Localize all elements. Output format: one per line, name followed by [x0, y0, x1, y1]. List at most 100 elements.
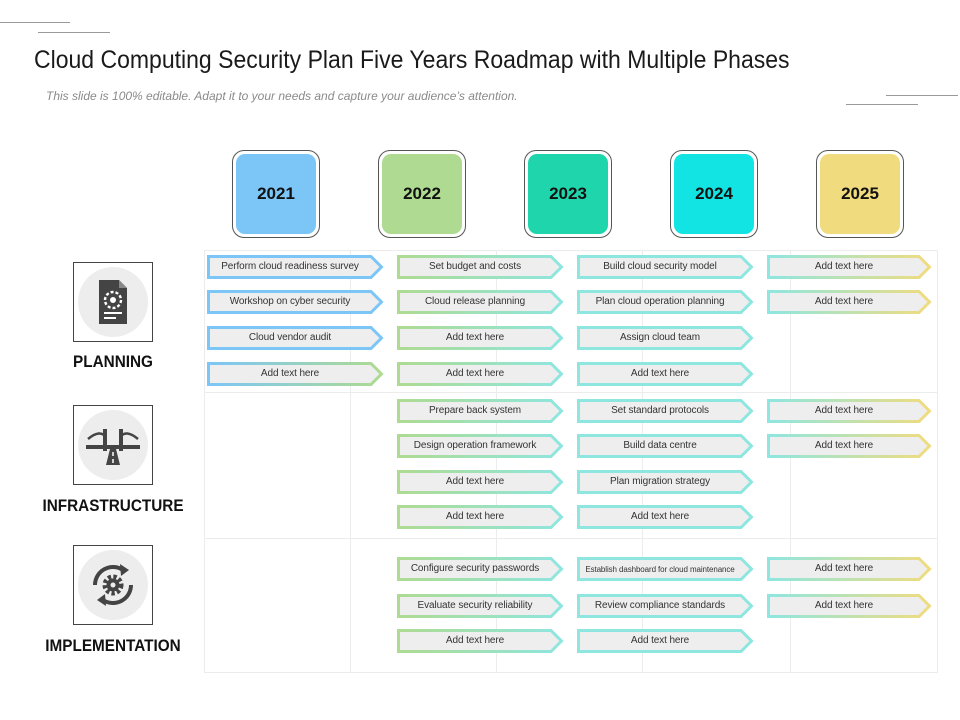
task-label: Build data centre [623, 440, 697, 451]
category-infrastructure: INFRASTRUCTURE [42, 496, 184, 515]
chevron-shape [397, 505, 564, 529]
chevron-shape [577, 290, 754, 314]
task-label: Set budget and costs [429, 261, 521, 272]
grid-line [642, 250, 643, 672]
task-chevron: Add text here [577, 362, 754, 386]
chevron-shape [397, 326, 564, 350]
task-label: Build cloud security model [603, 261, 717, 272]
grid-line [204, 538, 938, 539]
decor-line-right-2 [846, 104, 918, 105]
task-label: Assign cloud team [619, 332, 700, 343]
task-chevron: Workshop on cyber security [207, 290, 384, 314]
implementation-icon-box [73, 545, 153, 625]
chevron-shape [767, 255, 932, 279]
category-implementation: IMPLEMENTATION [45, 636, 181, 655]
task-label: Add text here [630, 511, 690, 522]
year-label-2025: 2025 [820, 154, 900, 234]
task-label: Add text here [630, 368, 690, 379]
year-box-2024: 2024 [670, 150, 758, 238]
task-chevron: Add text here [577, 505, 754, 529]
bridge-road-icon [78, 410, 148, 480]
task-chevron: Add text here [767, 434, 932, 458]
task-chevron: Add text here [767, 594, 932, 618]
task-label: Add text here [445, 511, 505, 522]
task-chevron: Establish dashboard for cloud maintenanc… [577, 557, 754, 581]
task-chevron: Prepare back system [397, 399, 564, 423]
task-chevron: Assign cloud team [577, 326, 754, 350]
task-label: Add text here [445, 476, 505, 487]
task-chevron: Evaluate security reliability [397, 594, 564, 618]
task-label: Establish dashboard for cloud maintenanc… [585, 564, 735, 574]
chevron-shape [767, 399, 932, 423]
task-label: Workshop on cyber security [229, 296, 351, 307]
task-chevron: Plan migration strategy [577, 470, 754, 494]
grid-line [204, 392, 938, 393]
chevron-shape [397, 290, 564, 314]
chevron-shape [207, 362, 384, 386]
grid-line [204, 672, 938, 673]
task-chevron: Add text here [397, 470, 564, 494]
chevron-shape [577, 362, 754, 386]
chevron-shape [397, 434, 564, 458]
chevron-shape [397, 470, 564, 494]
grid-line [204, 250, 938, 251]
planning-icon-box [73, 262, 153, 342]
grid-line [790, 250, 791, 672]
chevron-shape [577, 594, 754, 618]
chevron-shape [577, 255, 754, 279]
year-label-2021: 2021 [236, 154, 316, 234]
task-label: Add text here [814, 405, 874, 416]
chevron-shape [397, 557, 564, 581]
slide-subtitle: This slide is 100% editable. Adapt it to… [46, 89, 518, 103]
task-label: Add text here [445, 368, 505, 379]
task-chevron: Add text here [397, 362, 564, 386]
task-label: Cloud release planning [424, 296, 526, 307]
task-label: Add text here [814, 600, 874, 611]
grid-line [937, 250, 938, 672]
task-chevron: Add text here [767, 399, 932, 423]
year-label-2022: 2022 [382, 154, 462, 234]
task-chevron: Add text here [767, 290, 932, 314]
year-box-2022: 2022 [378, 150, 466, 238]
chevron-shape [397, 255, 564, 279]
chevron-shape [397, 594, 564, 618]
task-label: Configure security passwords [410, 563, 540, 574]
document-gear-icon [78, 267, 148, 337]
chevron-shape [577, 434, 754, 458]
year-box-2025: 2025 [816, 150, 904, 238]
chevron-shape [577, 557, 754, 581]
chevron-shape [577, 326, 754, 350]
rotating-gear-icon [78, 550, 148, 620]
task-chevron: Add text here [207, 362, 384, 386]
chevron-shape [577, 629, 754, 653]
task-label: Design operation framework [413, 440, 537, 451]
task-chevron: Build data centre [577, 434, 754, 458]
task-label: Add text here [814, 563, 874, 574]
chevron-shape [397, 629, 564, 653]
task-chevron: Set budget and costs [397, 255, 564, 279]
task-chevron: Perform cloud readiness survey [207, 255, 384, 279]
decor-line-top-left-1 [0, 22, 70, 23]
task-chevron: Plan cloud operation planning [577, 290, 754, 314]
chevron-shape [767, 290, 932, 314]
decor-line-right-1 [886, 95, 958, 96]
slide-title: Cloud Computing Security Plan Five Years… [34, 46, 790, 74]
task-label: Add text here [445, 635, 505, 646]
chevron-shape [207, 290, 384, 314]
task-chevron: Add text here [397, 505, 564, 529]
task-chevron: Configure security passwords [397, 557, 564, 581]
task-chevron: Add text here [397, 629, 564, 653]
task-chevron: Cloud vendor audit [207, 326, 384, 350]
task-label: Add text here [814, 296, 874, 307]
task-label: Plan cloud operation planning [595, 296, 725, 307]
grid-line [496, 250, 497, 672]
chevron-shape [577, 470, 754, 494]
chevron-shape [767, 557, 932, 581]
task-chevron: Design operation framework [397, 434, 564, 458]
task-label: Review compliance standards [594, 600, 726, 611]
task-label: Add text here [814, 440, 874, 451]
task-chevron: Add text here [577, 629, 754, 653]
task-chevron: Review compliance standards [577, 594, 754, 618]
task-label: Evaluate security reliability [417, 600, 533, 611]
chevron-shape [397, 362, 564, 386]
